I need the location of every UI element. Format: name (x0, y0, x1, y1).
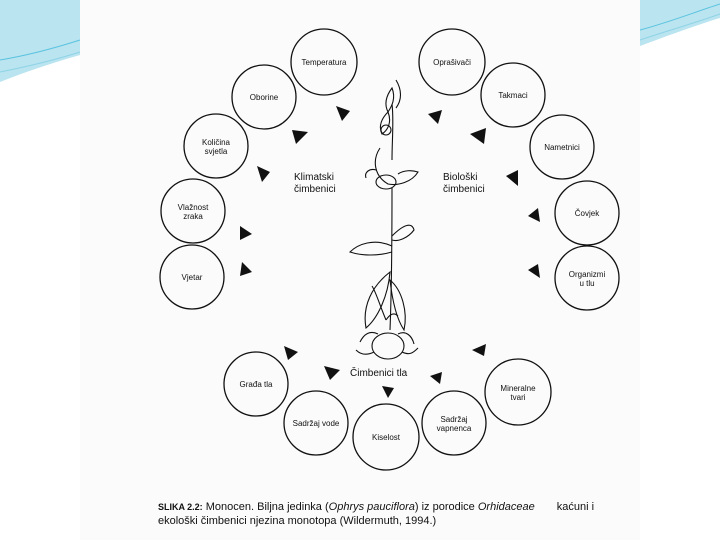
circle-label-takmaci: Takmaci (498, 91, 528, 100)
circle-label-nametnici: Nametnici (544, 143, 580, 152)
factor-circle (529, 114, 595, 180)
circle-label-oborine: Oborine (249, 93, 279, 102)
factor-circle (283, 390, 349, 456)
circle-label-covjek: Čovjek (574, 209, 600, 218)
circle-label-kiselost: Kiselost (371, 433, 400, 442)
scanned-page (80, 0, 640, 540)
factor-circle (480, 62, 546, 128)
caption-family: Orhidaceae (477, 501, 535, 513)
caption-text-part2: ) iz porodice (414, 501, 478, 513)
factor-circle (554, 180, 620, 246)
left-swoosh-decoration (0, 0, 80, 82)
factor-circle (290, 28, 358, 96)
caption-right-fragment: kaćuni i (556, 501, 595, 513)
factor-circle (231, 64, 297, 130)
caption-species: Ophrys pauciflora (328, 501, 415, 513)
group-label-soil: Čimbenici tla (350, 368, 408, 379)
circle-label-sadrzaj-vapnenca: Sadržaj vapnenca (436, 415, 472, 433)
circle-label-organizmi-u-tlu: Organizmi u tlu (568, 270, 606, 288)
factor-circle (223, 351, 289, 417)
right-swoosh-decoration (640, 0, 720, 46)
circle-label-grada-tla: Građa tla (239, 380, 273, 389)
arrowhead (470, 128, 486, 144)
figure-number: SLIKA 2.2: (158, 502, 203, 512)
arrowhead (240, 262, 252, 276)
circle-label-mineralne-tvari: Mineralne tvari (500, 384, 536, 402)
circle-label-kolicina-svjetla: Količina svjetla (201, 138, 230, 156)
factor-circle (554, 245, 620, 311)
factor-circle (418, 28, 486, 96)
circle-label-sadrzaj-vode: Sadržaj vode (292, 419, 340, 428)
figure-caption: SLIKA 2.2: Monocen. Biljna jedinka (Ophr… (158, 500, 628, 528)
arrowhead (430, 372, 442, 384)
arrowhead (284, 346, 298, 360)
group-label-climatic: Klimatski čimbenici (294, 172, 336, 195)
arrowhead (472, 344, 486, 356)
arrowhead (336, 106, 350, 121)
arrowhead (528, 208, 540, 222)
circle-label-vlaznost-zraka: Vlažnost zraka (177, 203, 209, 221)
orchid-plant-illustration (348, 79, 419, 360)
arrowhead (528, 264, 540, 278)
factor-circle (160, 178, 226, 244)
arrowhead (240, 226, 252, 240)
group-label-biological: Biološki čimbenici (443, 172, 485, 195)
caption-line-1: SLIKA 2.2: Monocen. Biljna jedinka (Ophr… (158, 500, 628, 514)
circle-label-vjetar: Vjetar (181, 273, 203, 282)
factor-circle (352, 403, 420, 471)
factor-circle (183, 113, 249, 179)
arrowheads (240, 106, 540, 398)
arrowhead (506, 170, 518, 186)
factor-circle (484, 358, 552, 426)
arrowhead (324, 366, 340, 380)
factor-circle (421, 390, 487, 456)
circle-label-temperatura: Temperatura (301, 58, 347, 67)
arrowhead (292, 130, 308, 144)
arrowhead (428, 110, 442, 124)
circle-label-oprasivaci: Oprašivači (433, 58, 471, 67)
caption-line-2: ekološki čimbenici njezina monotopa (Wil… (158, 515, 437, 527)
caption-text-part1: Monocen. Biljna jedinka ( (202, 501, 329, 513)
arrowhead (382, 386, 394, 398)
arrowhead (257, 166, 270, 182)
factor-circle (159, 244, 225, 310)
